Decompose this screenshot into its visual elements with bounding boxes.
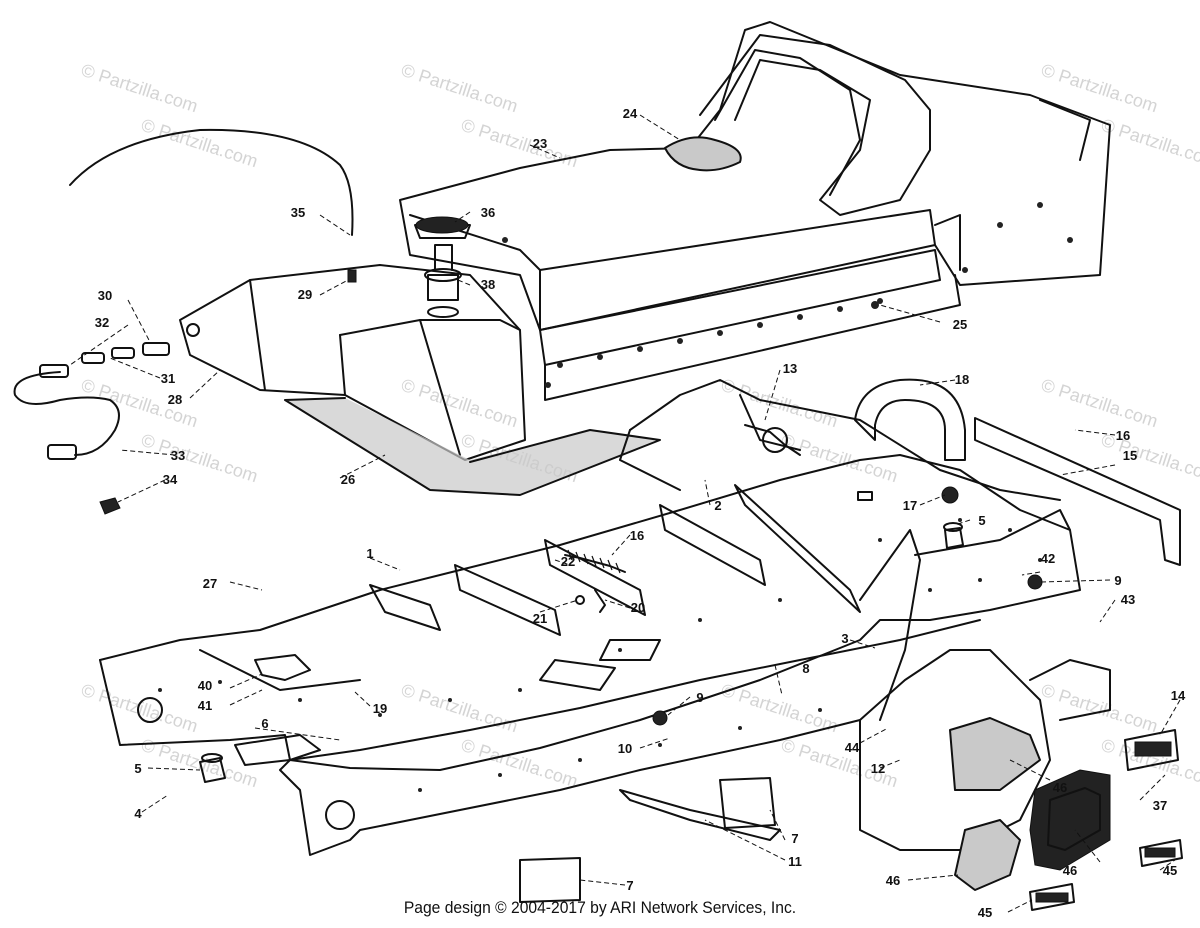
callout-16: 16 — [1116, 428, 1130, 443]
callout-5: 5 — [978, 513, 985, 528]
callout-46: 46 — [1063, 863, 1077, 878]
callout-30: 30 — [98, 288, 112, 303]
fuel-line — [13, 342, 170, 515]
callout-8: 8 — [802, 661, 809, 676]
callout-23: 23 — [533, 136, 547, 151]
callout-15: 15 — [1123, 448, 1137, 463]
watermark-text: © Partzilla.com — [459, 115, 581, 172]
watermark-layer: © Partzilla.com© Partzilla.com© Partzill… — [79, 60, 1200, 792]
watermark-text: © Partzilla.com — [1039, 375, 1161, 432]
leader-lines — [69, 114, 1181, 913]
callout-22: 22 — [561, 554, 575, 569]
watermark-text: © Partzilla.com — [1099, 430, 1200, 487]
callout-27: 27 — [203, 576, 217, 591]
watermark-text: © Partzilla.com — [139, 115, 261, 172]
callout-43: 43 — [1121, 592, 1135, 607]
watermark-text: © Partzilla.com — [399, 680, 521, 737]
callout-20: 20 — [631, 600, 645, 615]
callout-45: 45 — [1163, 863, 1177, 878]
side-pan — [859, 649, 1183, 911]
callout-9: 9 — [696, 690, 703, 705]
callout-19: 19 — [373, 701, 387, 716]
callout-6: 6 — [261, 716, 268, 731]
callout-46: 46 — [886, 873, 900, 888]
callout-16: 16 — [630, 528, 644, 543]
watermark-text: © Partzilla.com — [459, 735, 581, 792]
callout-31: 31 — [161, 371, 175, 386]
callout-7: 7 — [626, 878, 633, 893]
fuel-tank — [179, 216, 661, 496]
callout-42: 42 — [1041, 551, 1055, 566]
callout-35: 35 — [291, 205, 305, 220]
callout-21: 21 — [533, 611, 547, 626]
callout-4: 4 — [134, 806, 142, 821]
callout-3: 3 — [841, 631, 848, 646]
callout-layer: 1234556778991011121314151616171819202122… — [95, 106, 1186, 920]
callout-34: 34 — [163, 472, 178, 487]
callout-1: 1 — [366, 546, 373, 561]
callout-33: 33 — [171, 448, 185, 463]
watermark-text: © Partzilla.com — [399, 60, 521, 117]
callout-9: 9 — [1114, 573, 1121, 588]
vent-hose — [69, 128, 354, 236]
watermark-text: © Partzilla.com — [1099, 115, 1200, 172]
callout-14: 14 — [1171, 688, 1186, 703]
callout-45: 45 — [978, 905, 992, 920]
callout-46: 46 — [1053, 780, 1067, 795]
callout-18: 18 — [955, 372, 969, 387]
callout-32: 32 — [95, 315, 109, 330]
callout-2: 2 — [714, 498, 721, 513]
callout-12: 12 — [871, 761, 885, 776]
chassis-tunnel — [99, 378, 1181, 903]
watermark-text: © Partzilla.com — [79, 680, 201, 737]
callout-7: 7 — [791, 831, 798, 846]
watermark-text: © Partzilla.com — [79, 60, 201, 117]
watermark-text: © Partzilla.com — [1039, 680, 1161, 737]
callout-5: 5 — [134, 761, 141, 776]
watermark-text: © Partzilla.com — [399, 375, 521, 432]
callout-40: 40 — [198, 678, 212, 693]
callout-13: 13 — [783, 361, 797, 376]
seat-assembly — [399, 21, 1111, 401]
callout-24: 24 — [623, 106, 638, 121]
callout-37: 37 — [1153, 798, 1167, 813]
callout-38: 38 — [481, 277, 495, 292]
callout-28: 28 — [168, 392, 182, 407]
callout-26: 26 — [341, 472, 355, 487]
callout-17: 17 — [903, 498, 917, 513]
watermark-text: © Partzilla.com — [139, 430, 261, 487]
callout-44: 44 — [845, 740, 860, 755]
callout-11: 11 — [788, 854, 802, 869]
callout-10: 10 — [618, 741, 632, 756]
callout-36: 36 — [481, 205, 495, 220]
callout-29: 29 — [298, 287, 312, 302]
callout-41: 41 — [198, 698, 212, 713]
callout-25: 25 — [953, 317, 967, 332]
copyright-footer: Page design © 2004-2017 by ARI Network S… — [403, 898, 797, 917]
